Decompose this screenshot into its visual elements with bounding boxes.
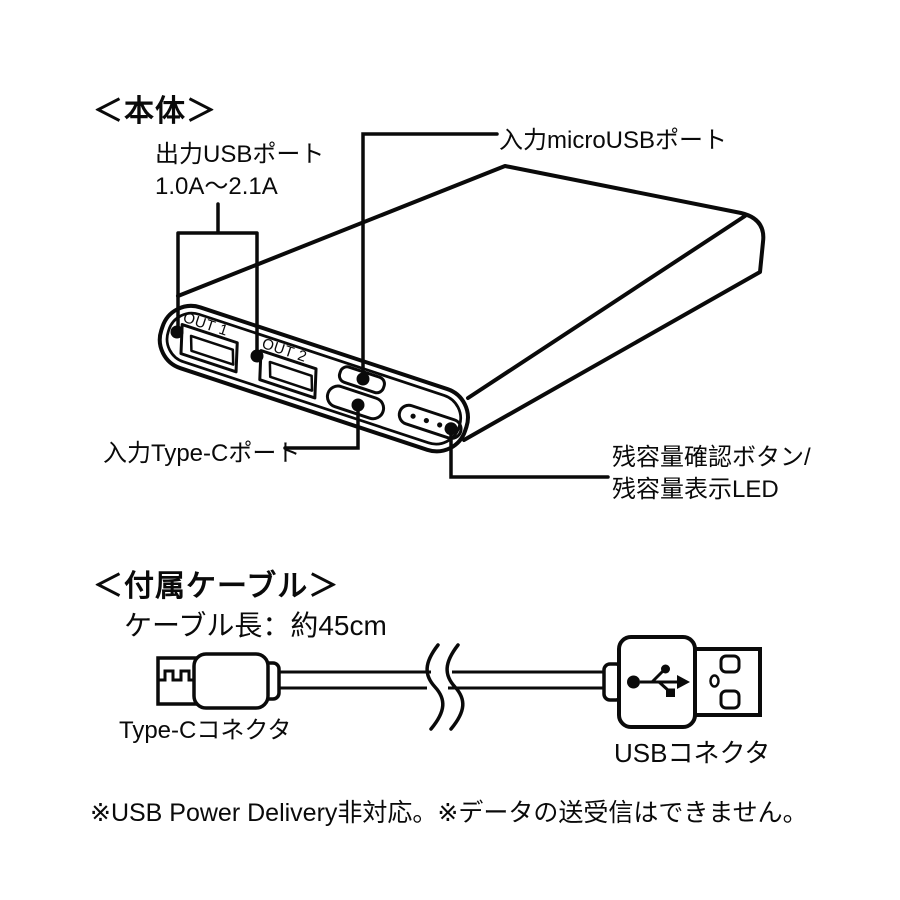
led-dot bbox=[423, 417, 429, 424]
device-top-front-edge bbox=[466, 214, 747, 400]
cable-section-heading: ＜付属ケーブル＞ bbox=[93, 570, 340, 603]
device-top-face bbox=[176, 164, 766, 442]
led-dot bbox=[437, 422, 443, 428]
powerbank-illustration: OUT 1 OUT 2 bbox=[157, 132, 766, 479]
output-usb-label-line1: 出力USBポート bbox=[155, 141, 325, 168]
output-usb-label: 出力USBポート 1.0A〜2.1A bbox=[155, 139, 324, 203]
usb-port-out2-slot bbox=[268, 360, 314, 392]
device-front-face: OUT 1 OUT 2 bbox=[157, 303, 470, 454]
input-microusb-label: 入力microUSBポート bbox=[499, 127, 728, 154]
cable-right bbox=[448, 670, 608, 690]
cable-illustration bbox=[156, 635, 762, 731]
usb-plug-hole-bottom bbox=[719, 689, 741, 710]
cable-left bbox=[279, 670, 431, 690]
cable-length-label: ケーブル長：約45cm bbox=[124, 610, 387, 641]
usb-port-out1-slot bbox=[189, 334, 235, 366]
usb-plug bbox=[693, 647, 762, 717]
led-dot bbox=[410, 413, 416, 419]
leader-dot-type-c bbox=[351, 398, 365, 412]
body-section-heading: ＜本体＞ bbox=[93, 95, 217, 128]
leader-micro-usb bbox=[361, 132, 499, 379]
cable-break-mark bbox=[425, 643, 465, 731]
usb-trident-icon bbox=[627, 664, 690, 697]
footnote-text: ※USB Power Delivery非対応。※データの送受信はできません。 bbox=[90, 799, 808, 827]
usb-port-out2 bbox=[258, 349, 318, 400]
leader-dot-out2 bbox=[250, 349, 264, 363]
leader-battery-button bbox=[449, 428, 610, 479]
usb-plug-slot bbox=[709, 674, 720, 688]
usb-connector-label: USBコネクタ bbox=[614, 738, 771, 768]
front-face-inner-edge bbox=[165, 311, 463, 446]
leader-type-c bbox=[283, 405, 360, 450]
leader-dot-out1 bbox=[170, 325, 184, 339]
typec-connector-label: Type-Cコネクタ bbox=[119, 717, 292, 744]
leader-output-usb bbox=[176, 202, 259, 356]
input-typec-label: 入力Type-Cポート bbox=[103, 440, 301, 467]
type-c-connector-pins bbox=[158, 669, 196, 682]
usb-port-out1 bbox=[179, 323, 239, 374]
battery-indicator-label-line2: 残容量表示LED bbox=[612, 476, 779, 503]
output-usb-label-line2: 1.0A〜2.1A bbox=[155, 173, 278, 200]
type-c-port bbox=[325, 384, 386, 421]
leader-dot-micro-usb bbox=[356, 372, 370, 386]
battery-indicator-label: 残容量確認ボタン/ 残容量表示LED bbox=[612, 442, 811, 506]
type-c-connector-body bbox=[192, 652, 270, 710]
led-window bbox=[397, 403, 463, 440]
battery-indicator-label-line1: 残容量確認ボタン/ bbox=[612, 444, 811, 471]
usb-plug-hole-top bbox=[719, 654, 741, 674]
